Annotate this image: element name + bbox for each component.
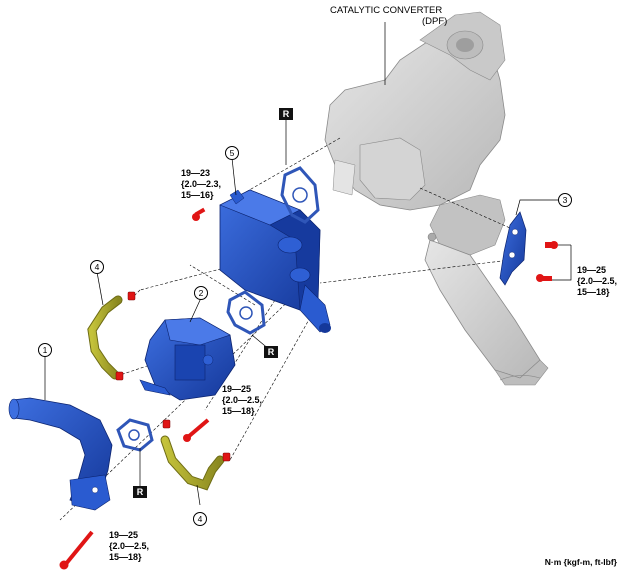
callout-3: 3 xyxy=(558,193,572,207)
torque-bottom-line2: {2.0—2.5, xyxy=(109,541,150,551)
torque-top-line3: 15—16} xyxy=(181,190,214,200)
bolt-middle xyxy=(183,418,210,442)
replace-mark-lower: R xyxy=(133,486,147,498)
callout-4-upper: 4 xyxy=(90,260,104,274)
gasket-top xyxy=(280,166,320,224)
torque-middle-line1: 19—25 xyxy=(222,384,252,394)
bolt-bottom xyxy=(59,530,94,570)
replace-mark-top: R xyxy=(279,108,293,120)
torque-bottom-line3: 15—18} xyxy=(109,552,142,562)
torque-middle-line2: {2.0—2.5, xyxy=(222,395,263,405)
callout-1: 1 xyxy=(38,343,52,357)
hose-clamps xyxy=(115,291,231,462)
gasket-middle xyxy=(226,290,266,335)
callout-4-lower: 4 xyxy=(193,512,207,526)
converter-label-line2: (DPF) xyxy=(422,16,448,27)
callout-2: 2 xyxy=(194,286,208,300)
torque-right-line1: 19—25 xyxy=(577,265,607,275)
water-hose-lower xyxy=(160,435,225,491)
converter-label-line1: CATALYTIC CONVERTER xyxy=(330,5,443,16)
torque-right-line3: 15—18} xyxy=(577,287,610,297)
torque-middle-line3: 15—18} xyxy=(222,406,255,416)
torque-unit-note: N·m {kgf-m, ft-lbf} xyxy=(544,557,617,567)
torque-right-line2: {2.0—2.5, xyxy=(577,276,618,286)
gasket-lower xyxy=(116,418,154,452)
replace-mark-middle: R xyxy=(264,346,278,358)
bolt-top xyxy=(192,207,206,221)
bolt-right-lower xyxy=(536,274,552,282)
egr-pipe xyxy=(8,397,113,511)
catalytic-converter xyxy=(324,11,549,386)
bolt-right-upper xyxy=(545,241,558,249)
bracket xyxy=(499,211,527,286)
egr-cooler xyxy=(219,189,331,333)
callout-5: 5 xyxy=(225,146,239,160)
torque-top-line1: 19—23 xyxy=(181,168,211,178)
torque-top-line2: {2.0—2.3, xyxy=(181,179,222,189)
egr-valve xyxy=(139,317,236,401)
torque-bottom-line1: 19—25 xyxy=(109,530,139,540)
water-hose-upper xyxy=(87,295,123,380)
